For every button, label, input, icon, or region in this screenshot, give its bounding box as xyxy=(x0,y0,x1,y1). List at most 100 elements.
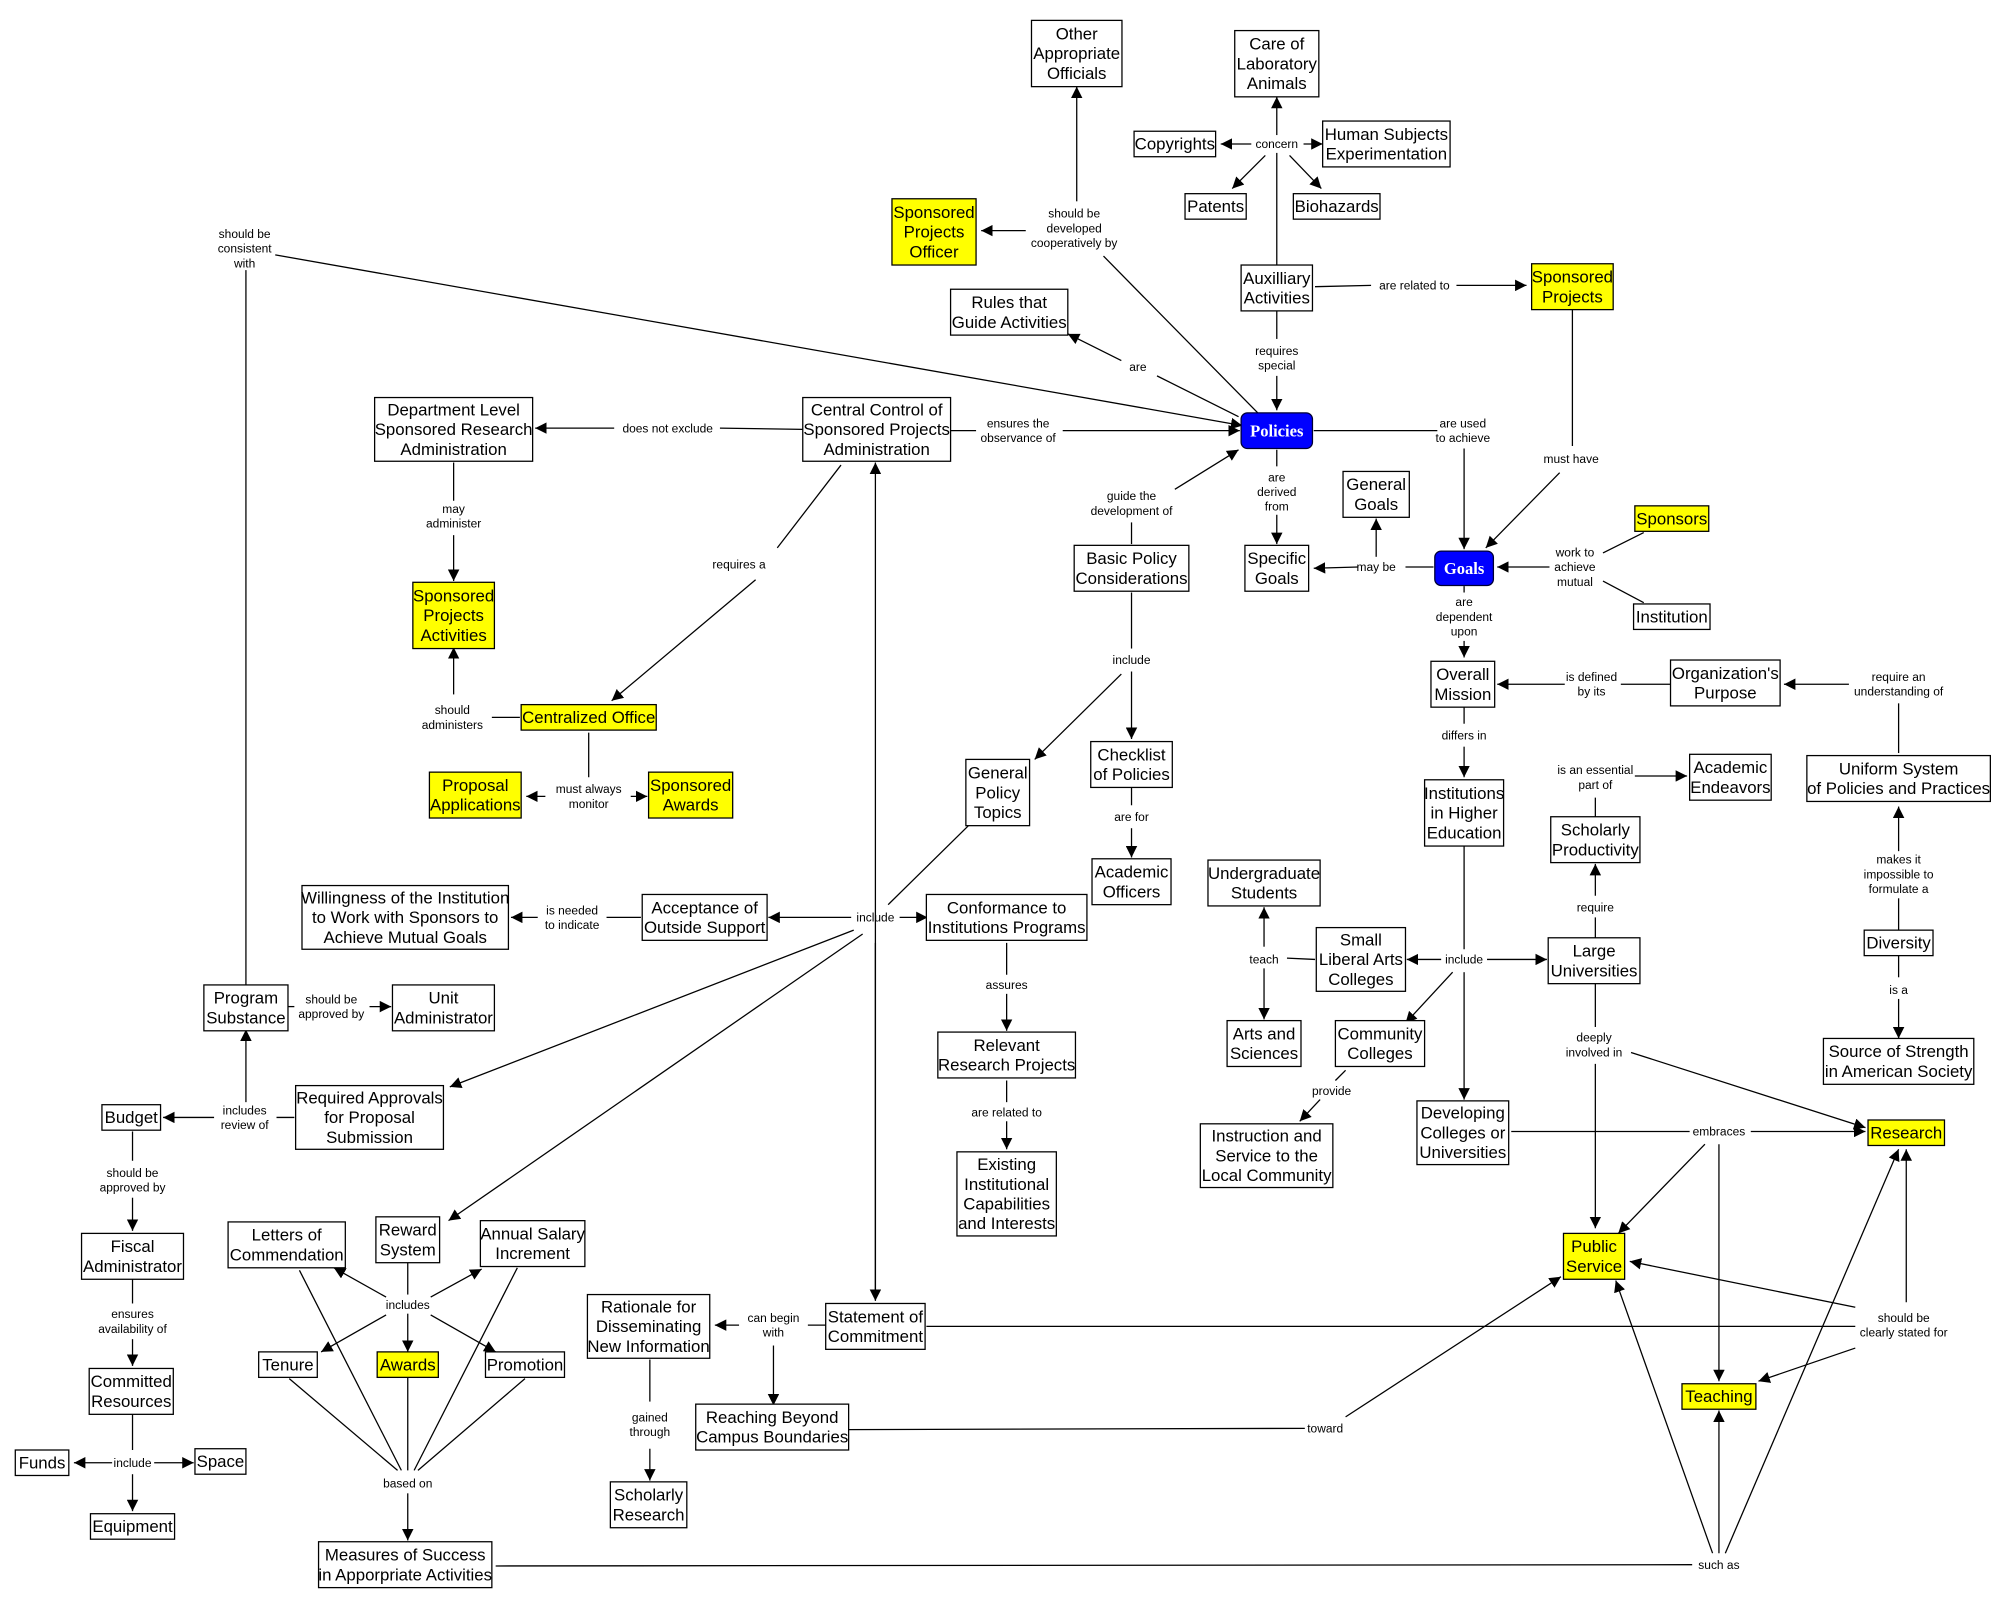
link-label-text: are xyxy=(1455,595,1473,609)
concept-funds[interactable]: Funds xyxy=(14,1449,70,1477)
concept-label: in Apporpriate Activities xyxy=(318,1565,492,1584)
concept-label: Administration xyxy=(823,440,929,459)
concept-sponsors[interactable]: Sponsors xyxy=(1634,505,1710,532)
link-label-text: work to xyxy=(1555,546,1595,560)
link-label-text: includes xyxy=(223,1103,267,1117)
link-label-text: are xyxy=(1129,360,1147,374)
link-label-text: may be xyxy=(1357,560,1397,574)
concept-space[interactable]: Space xyxy=(194,1448,247,1475)
concept-equipment[interactable]: Equipment xyxy=(89,1513,176,1540)
link-label-includes-reward: includes xyxy=(386,1298,430,1312)
concept-label: Increment xyxy=(495,1244,570,1263)
link-label-text: include xyxy=(856,911,894,925)
concept-centralized-office[interactable]: Centralized Office xyxy=(520,703,657,731)
link-label-text: makes it xyxy=(1876,853,1921,867)
concept-goals[interactable]: Goals xyxy=(1434,550,1495,587)
concept-label: Topics xyxy=(974,803,1022,822)
edge xyxy=(1614,1280,1714,1554)
concept-policies[interactable]: Policies xyxy=(1240,412,1314,450)
concept-label: Letters of xyxy=(252,1226,322,1245)
link-label-text: should xyxy=(435,703,470,717)
edge xyxy=(320,1314,387,1353)
concept-patents[interactable]: Patents xyxy=(1184,193,1247,220)
concept-label: Universities xyxy=(1551,961,1638,980)
concept-promotion[interactable]: Promotion xyxy=(484,1351,566,1379)
concept-teaching[interactable]: Teaching xyxy=(1681,1383,1757,1410)
concept-label: Checklist xyxy=(1097,745,1165,764)
concept-box xyxy=(1030,19,1123,88)
concept-research[interactable]: Research xyxy=(1867,1119,1946,1147)
concept-awards[interactable]: Awards xyxy=(376,1351,439,1379)
link-label-text: should be xyxy=(219,227,271,241)
link-label-text: availability of xyxy=(98,1322,167,1336)
concept-label: Projects xyxy=(423,606,484,625)
concept-label: Arts and xyxy=(1233,1024,1296,1043)
concept-box xyxy=(1632,603,1711,631)
link-label-text: ensures the xyxy=(987,417,1050,431)
concept-biohazards[interactable]: Biohazards xyxy=(1292,193,1381,220)
concept-box xyxy=(1226,1019,1302,1068)
concept-box xyxy=(695,1403,850,1451)
concept-budget[interactable]: Budget xyxy=(101,1104,162,1131)
concept-tenure[interactable]: Tenure xyxy=(258,1351,318,1379)
concept-box xyxy=(1334,1019,1426,1068)
concept-box xyxy=(375,1216,441,1264)
concept-diversity[interactable]: Diversity xyxy=(1863,929,1934,957)
concept-institution[interactable]: Institution xyxy=(1632,603,1711,631)
edge xyxy=(1602,580,1645,604)
concept-copyrights[interactable]: Copyrights xyxy=(1133,130,1217,158)
